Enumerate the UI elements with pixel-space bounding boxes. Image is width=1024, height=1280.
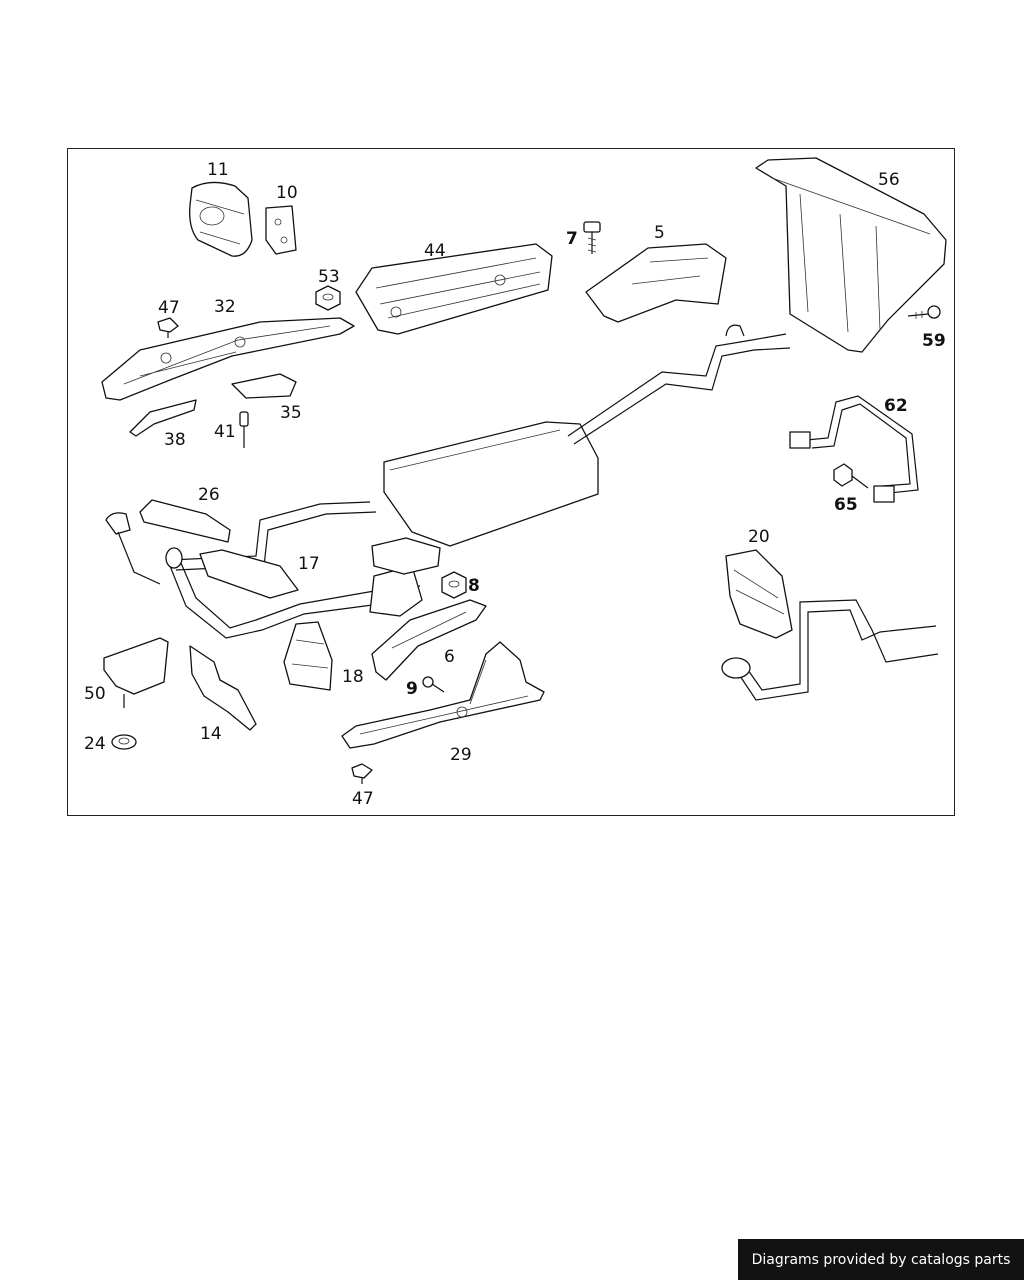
part-8-nut[interactable] bbox=[441, 571, 467, 599]
callout-20: 20 bbox=[748, 527, 770, 547]
part-14-heat-shield[interactable] bbox=[189, 645, 257, 731]
rear-exhaust-pipe[interactable] bbox=[721, 599, 939, 701]
part-17-front-pipe[interactable] bbox=[165, 547, 423, 639]
callout-62: 62 bbox=[884, 396, 908, 416]
callout-35: 35 bbox=[280, 403, 302, 423]
callout-29: 29 bbox=[450, 745, 472, 765]
part-56-rear-heat-shield[interactable] bbox=[755, 157, 947, 353]
part-18-bracket[interactable] bbox=[283, 621, 333, 691]
part-41-stud[interactable] bbox=[239, 411, 249, 448]
part-47-clip-bottom[interactable] bbox=[351, 763, 373, 784]
callout-10: 10 bbox=[276, 183, 298, 203]
callout-41: 41 bbox=[214, 422, 236, 442]
callout-44: 44 bbox=[424, 241, 446, 261]
callout-14: 14 bbox=[200, 724, 222, 744]
callout-47-bottom: 47 bbox=[352, 789, 374, 809]
part-47-clip-top[interactable] bbox=[157, 317, 179, 338]
part-53-nut[interactable] bbox=[315, 285, 341, 311]
part-35-shield-plate[interactable] bbox=[231, 373, 297, 399]
callout-47-top: 47 bbox=[158, 298, 180, 318]
callout-65: 65 bbox=[834, 495, 858, 515]
callout-38: 38 bbox=[164, 430, 186, 450]
credit-banner: Diagrams provided by catalogs parts bbox=[738, 1239, 1024, 1280]
part-44-heat-shield[interactable] bbox=[355, 243, 553, 335]
part-32-heat-shield[interactable] bbox=[101, 317, 355, 401]
callout-17: 17 bbox=[298, 554, 320, 574]
part-59-bolt[interactable] bbox=[907, 305, 941, 319]
callout-7: 7 bbox=[566, 229, 578, 249]
part-5-heat-shield[interactable] bbox=[585, 243, 727, 323]
part-29-heat-shield[interactable] bbox=[341, 641, 545, 749]
part-24-grommet[interactable] bbox=[111, 734, 137, 750]
callout-5: 5 bbox=[654, 223, 665, 243]
part-9-screw[interactable] bbox=[422, 676, 445, 693]
callout-53: 53 bbox=[318, 267, 340, 287]
callout-59: 59 bbox=[922, 331, 946, 351]
part-62-hanger[interactable] bbox=[789, 395, 919, 503]
exhaust-main-pipe-muffler[interactable] bbox=[169, 324, 791, 571]
part-50-bracket[interactable] bbox=[103, 637, 169, 708]
callout-9: 9 bbox=[406, 679, 418, 699]
callout-18: 18 bbox=[342, 667, 364, 687]
part-10-bracket[interactable] bbox=[265, 205, 297, 255]
part-7-bolt[interactable] bbox=[583, 221, 601, 254]
part-65-bolt[interactable] bbox=[833, 463, 869, 489]
callout-24: 24 bbox=[84, 734, 106, 754]
catalytic-converter[interactable] bbox=[371, 537, 441, 575]
callout-50: 50 bbox=[84, 684, 106, 704]
part-11-heat-shield[interactable] bbox=[189, 181, 253, 257]
callout-11: 11 bbox=[207, 160, 229, 180]
callout-26: 26 bbox=[198, 485, 220, 505]
part-6-heat-shield[interactable] bbox=[371, 599, 487, 681]
part-20-heat-shield[interactable] bbox=[725, 549, 793, 639]
callout-8: 8 bbox=[468, 576, 480, 596]
part-26-heat-shield[interactable] bbox=[105, 499, 231, 585]
callout-56: 56 bbox=[878, 170, 900, 190]
callout-32: 32 bbox=[214, 297, 236, 317]
callout-6: 6 bbox=[444, 647, 455, 667]
part-38-bracket[interactable] bbox=[129, 399, 197, 437]
